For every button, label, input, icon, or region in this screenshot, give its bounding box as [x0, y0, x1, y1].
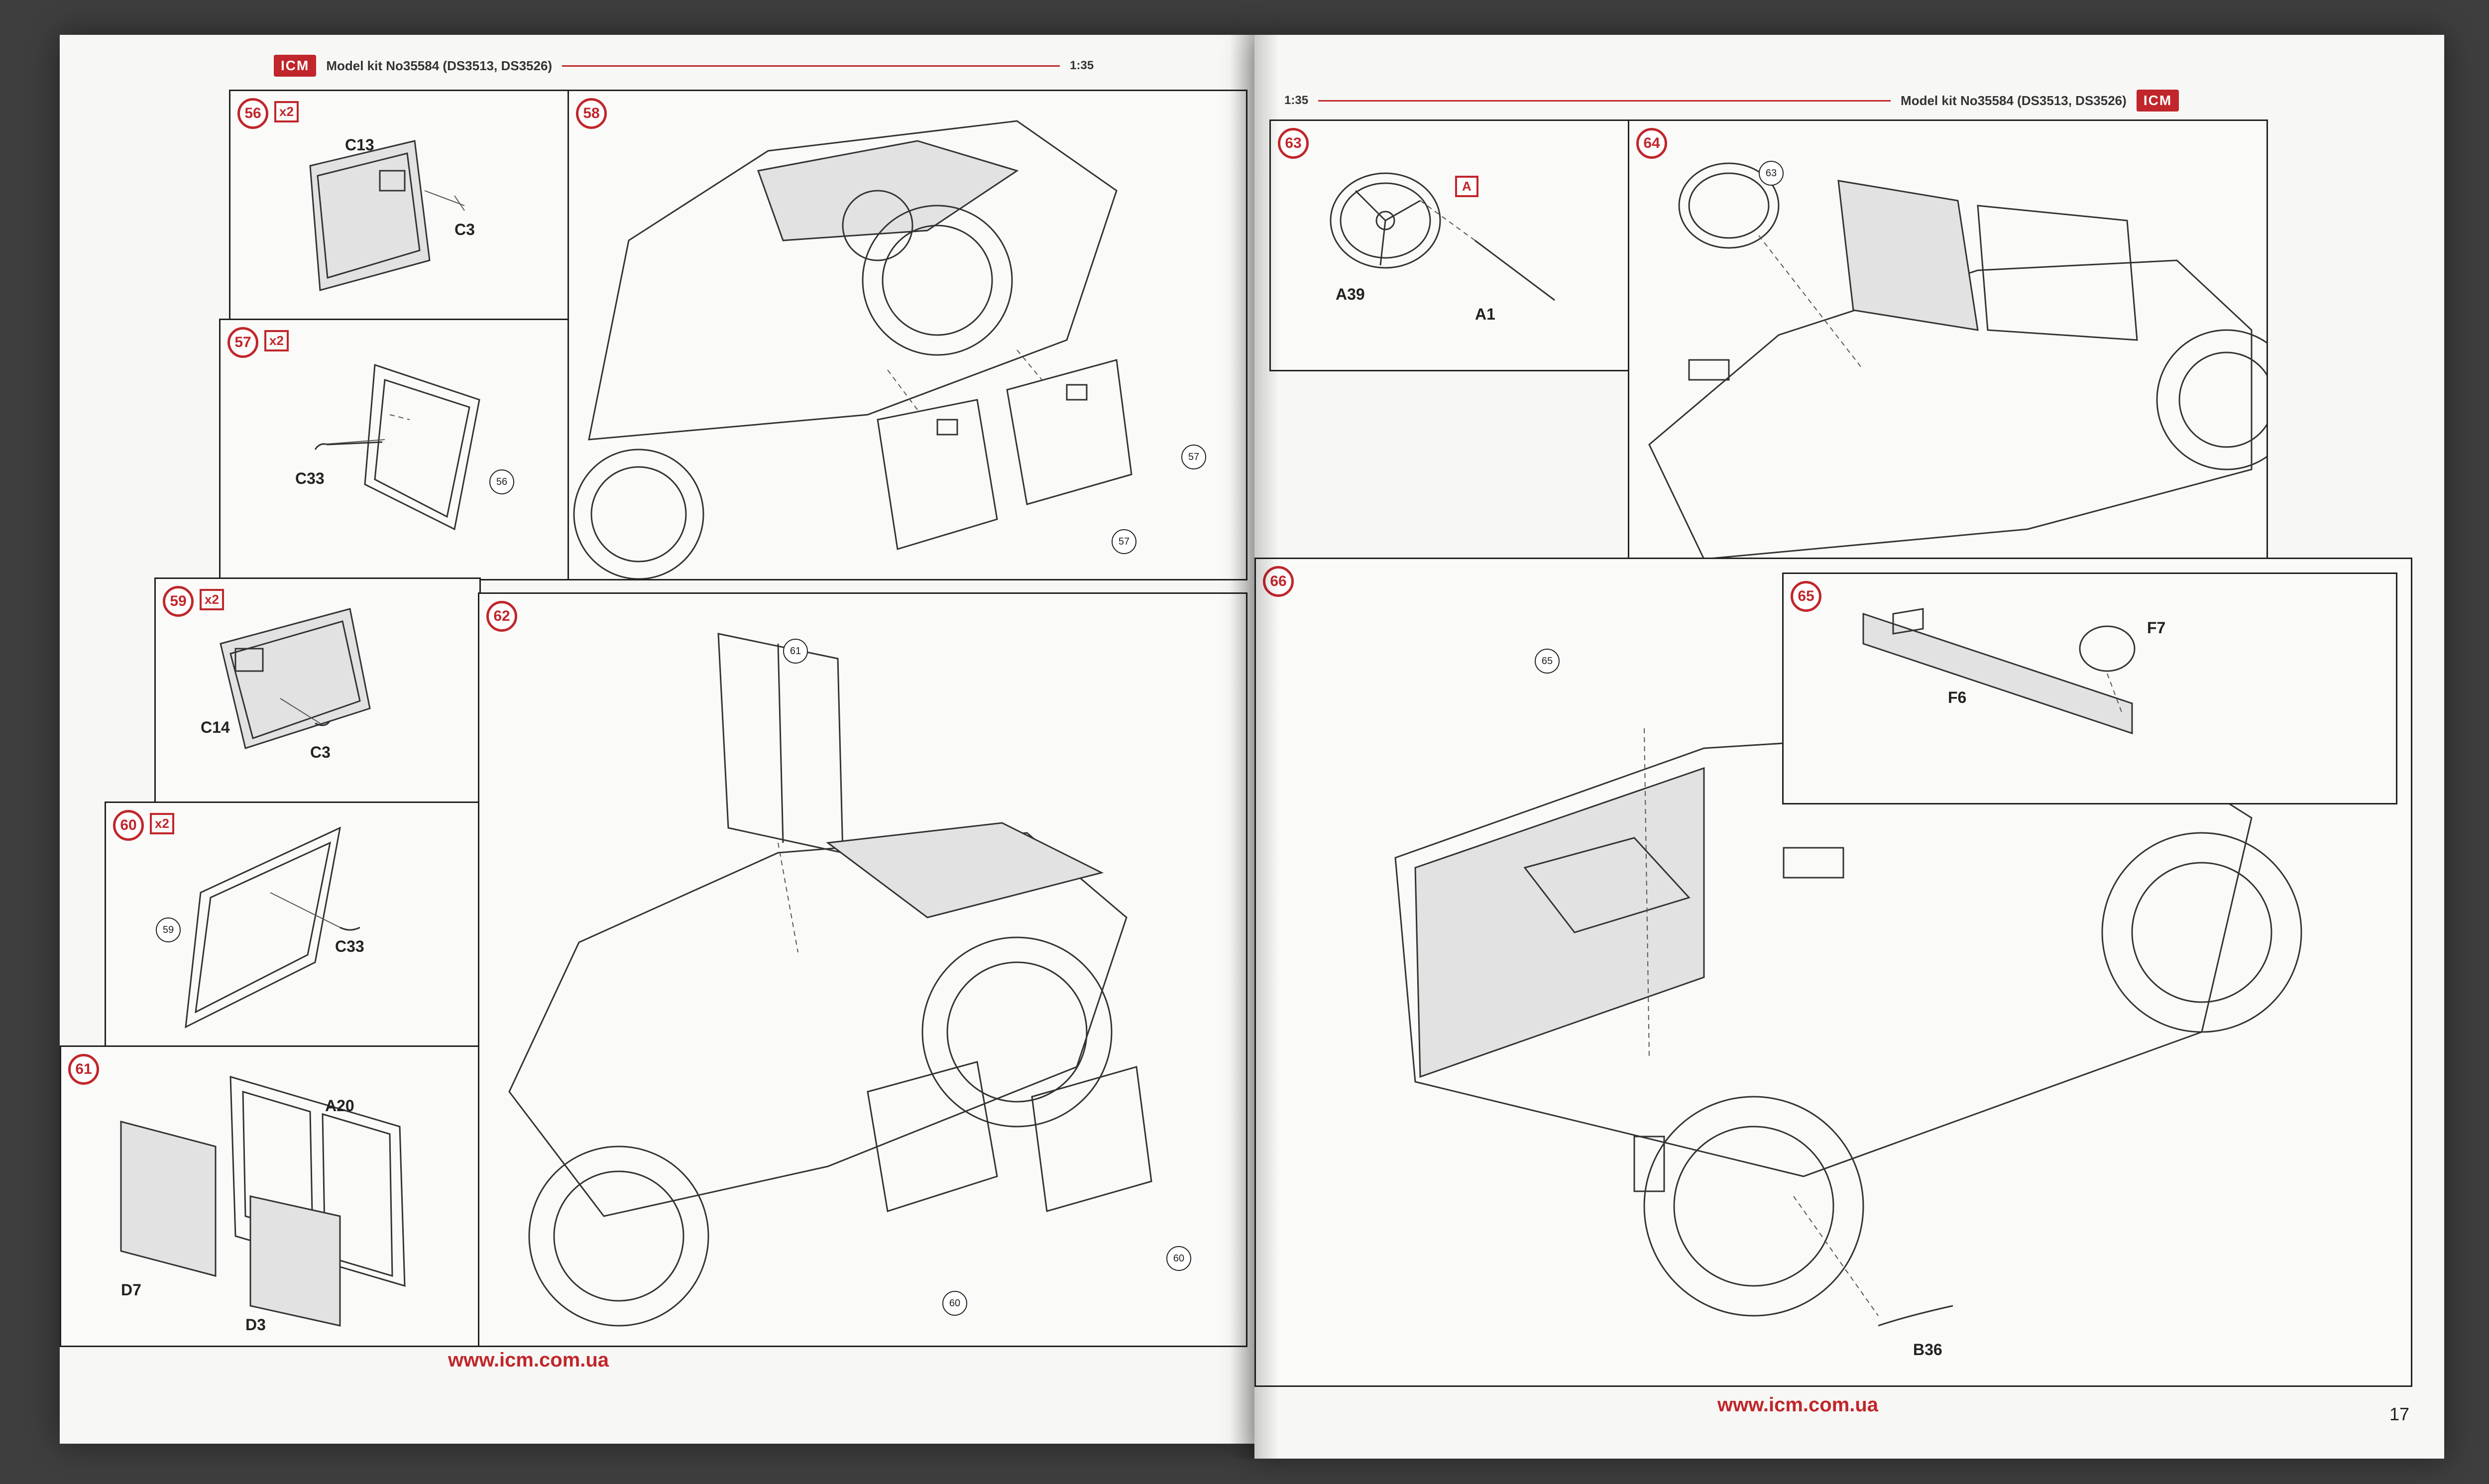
part-label: A39 — [1336, 285, 1365, 303]
steering-wheel-drawing — [1330, 172, 1555, 301]
step-reference: 56 — [489, 469, 514, 494]
step-62-panel: 62 61 60 60 — [478, 592, 1247, 1347]
right-header: 1:35 Model kit No35584 (DS3513, DS3526) … — [1284, 90, 2179, 112]
windshield-assembly-drawing — [120, 1075, 406, 1327]
part-label: C33 — [335, 937, 364, 955]
door-panel-drawing — [309, 140, 465, 291]
step-63-panel: 63 A A39 A1 — [1269, 119, 1631, 371]
paint-code-box: A — [1455, 176, 1478, 197]
step-reference: 57 — [1181, 445, 1206, 469]
left-header: ICM Model kit No35584 (DS3513, DS3526) 1… — [274, 55, 1094, 77]
step-57-panel: 57 x2 C33 56 — [219, 319, 570, 580]
step-number: 66 — [1263, 566, 1294, 597]
multiplier-badge: x2 — [264, 330, 289, 351]
header-rule — [1318, 100, 1891, 102]
vehicle-windshield-installation-drawing — [508, 633, 1152, 1327]
part-label: B36 — [1913, 1341, 1942, 1359]
step-58-panel: 58 57 57 — [567, 90, 1247, 580]
step-64-panel: 64 63 — [1628, 119, 2268, 561]
step-59-panel: 59 x2 C14 C3 — [154, 577, 481, 804]
part-label: C33 — [295, 469, 325, 487]
step-reference: 63 — [1759, 161, 1784, 186]
footer-url[interactable]: www.icm.com.ua — [1717, 1394, 1879, 1416]
model-kit-title: Model kit No35584 (DS3513, DS3526) — [326, 58, 553, 73]
step-65-panel: 65 F7 F6 — [1782, 572, 2397, 804]
vehicle-door-installation-drawing — [573, 120, 1132, 579]
step-number: 63 — [1278, 128, 1309, 159]
door-frame-drawing — [314, 363, 480, 531]
header-rule — [562, 65, 1060, 67]
part-label: C13 — [345, 136, 374, 154]
step-number: 56 — [237, 98, 268, 129]
part-label: A1 — [1475, 305, 1495, 323]
rear-bar-drawing — [1862, 608, 2136, 735]
step-reference: 60 — [942, 1291, 967, 1316]
door-frame-drawing — [185, 826, 360, 1028]
step-number: 64 — [1636, 128, 1667, 159]
scale-label: 1:35 — [1070, 59, 1094, 72]
step-reference: 60 — [1166, 1246, 1191, 1271]
part-label: A20 — [325, 1097, 354, 1115]
part-label: C14 — [201, 718, 230, 736]
step-61-panel: 61 A20 D7 D3 — [60, 1045, 511, 1347]
left-page: ICM Model kit No35584 (DS3513, DS3526) 1… — [60, 35, 1254, 1444]
vehicle-rear-assembly-drawing — [1394, 722, 2302, 1327]
step-60-panel: 60 x2 C33 59 — [105, 801, 481, 1048]
step-56-panel: 56 x2 C13 C3 — [229, 90, 570, 322]
part-label: F6 — [1948, 688, 1967, 706]
step-number: 60 — [113, 810, 144, 841]
step-number: 59 — [163, 586, 194, 617]
step-number: 65 — [1791, 581, 1821, 612]
part-label: D3 — [245, 1316, 266, 1334]
multiplier-badge: x2 — [200, 589, 224, 610]
multiplier-badge: x2 — [274, 101, 299, 122]
step-reference: 59 — [156, 917, 181, 942]
step-number: 61 — [68, 1054, 99, 1085]
step-reference: 65 — [1535, 649, 1560, 674]
scale-label: 1:35 — [1284, 94, 1309, 107]
vehicle-steering-installation-drawing — [1648, 162, 2266, 559]
icm-logo: ICM — [274, 55, 317, 77]
part-label: F7 — [2147, 619, 2166, 637]
model-kit-title: Model kit No35584 (DS3513, DS3526) — [1901, 93, 2127, 108]
step-reference: 57 — [1112, 529, 1136, 554]
multiplier-badge: x2 — [150, 813, 174, 834]
part-label: C3 — [454, 221, 475, 238]
right-page: 1:35 Model kit No35584 (DS3513, DS3526) … — [1254, 35, 2444, 1459]
icm-logo: ICM — [2136, 90, 2179, 112]
part-label: D7 — [121, 1281, 141, 1299]
step-number: 58 — [576, 98, 607, 129]
step-number: 62 — [486, 601, 517, 632]
page-number: 17 — [2389, 1404, 2410, 1424]
step-reference: 61 — [783, 639, 808, 664]
door-panel-drawing — [220, 608, 371, 749]
footer-url[interactable]: www.icm.com.ua — [448, 1349, 609, 1371]
part-label: C3 — [310, 743, 331, 761]
step-number: 57 — [227, 327, 258, 358]
